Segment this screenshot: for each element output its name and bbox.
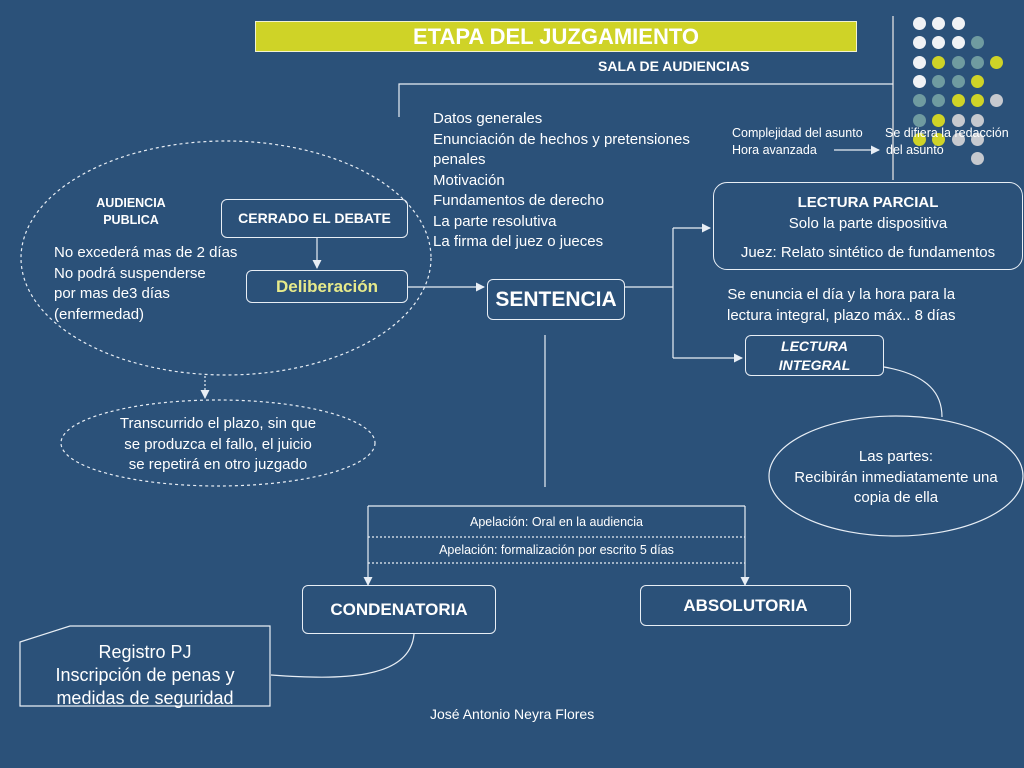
decor-dot (970, 132, 984, 146)
deliberacion-box: Deliberación (246, 270, 408, 303)
decor-dot (970, 74, 984, 88)
cerrado-debate-box: CERRADO EL DEBATE (221, 199, 408, 238)
lectura-integral-box: LECTURA INTEGRAL (745, 335, 884, 376)
decor-dot (932, 55, 946, 69)
enuncia-text: Se enuncia el día y la hora para la lect… (727, 286, 956, 324)
audiencia-ellipse (20, 140, 432, 376)
apelacion-escrito: Apelación: formalización por escrito 5 d… (439, 543, 674, 557)
decor-dot (932, 132, 946, 146)
apelacion-oral: Apelación: Oral en la audiencia (469, 515, 644, 529)
page-title: ETAPA DEL JUZGAMIENTO (255, 21, 857, 52)
registro-text: Registro PJ Inscripción de penas y medid… (55, 642, 235, 708)
decor-dot (970, 152, 984, 166)
transcurrido-text: Transcurrido el plazo, sin que se produz… (119, 415, 317, 473)
diferimiento-efecto: Se difiera la redacción del asunto (885, 126, 1009, 157)
decor-dot (970, 113, 984, 127)
partes-text: Las partes: Recibirán inmediatamente una… (794, 448, 998, 506)
decor-dot (951, 74, 965, 88)
audiencia-label: AUDIENCIA PUBLICA (96, 196, 166, 227)
diferimiento-causas: Complejidad del asunto Hora avanzada (732, 126, 863, 157)
decor-dot (913, 55, 926, 69)
decor-dot (970, 36, 984, 50)
subtitle: SALA DE AUDIENCIAS (598, 58, 750, 74)
sentencia-box: SENTENCIA (487, 279, 625, 320)
absolutoria-box: ABSOLUTORIA (640, 585, 851, 626)
decor-dot (951, 36, 965, 50)
footer-author: José Antonio Neyra Flores (430, 706, 595, 722)
lectura-parcial-title: LECTURA PARCIAL (797, 194, 939, 211)
connector-condenatoria-registro (270, 633, 415, 678)
sala-bracket (398, 83, 893, 117)
decor-dot (951, 94, 965, 108)
decor-dot (932, 113, 946, 127)
decor-dot (990, 55, 1004, 69)
decor-dot (932, 17, 946, 30)
sentencia-contenido-list: Datos generales Enunciación de hechos y … (433, 110, 690, 250)
decor-dot (913, 74, 926, 88)
decor-dot (932, 74, 946, 88)
lectura-parcial-box: LECTURA PARCIAL Solo la parte dispositiv… (713, 182, 1023, 270)
plazos-list: No excederá mas de 2 días No podrá suspe… (54, 244, 238, 323)
decor-dot (913, 17, 926, 30)
transcurrido-ellipse (60, 399, 376, 487)
decor-dot (951, 132, 965, 146)
registro-note-shape (19, 625, 271, 707)
decor-dot (913, 36, 926, 50)
decor-dot (932, 94, 946, 108)
decor-dot (913, 113, 926, 127)
connector-integral-partes (883, 366, 943, 418)
decor-dot (951, 55, 965, 69)
decor-dot (913, 132, 926, 146)
condenatoria-box: CONDENATORIA (302, 585, 496, 634)
decor-dot (970, 55, 984, 69)
decor-dot (990, 94, 1004, 108)
decor-dot (951, 17, 965, 30)
partes-ellipse (768, 415, 1024, 537)
decor-dot (970, 94, 984, 108)
decor-dot (951, 113, 965, 127)
decor-dot (913, 94, 926, 108)
decor-dot (932, 36, 946, 50)
